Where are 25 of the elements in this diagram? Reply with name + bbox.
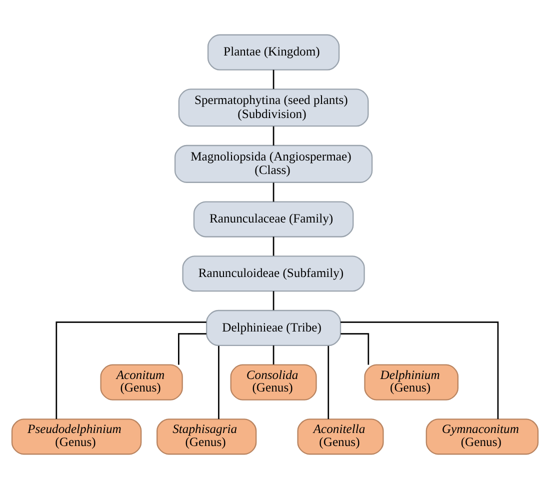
- node-box: Pseudodelphinium (Genus): [11, 418, 142, 455]
- node-box: Ranunculoideae (Subfamily): [182, 256, 365, 292]
- node-box: Magnoliopsida (Angiospermae) (Class): [174, 144, 373, 183]
- node-box: Aconitum (Genus): [100, 364, 183, 400]
- connector: [328, 346, 330, 420]
- connector: [340, 333, 370, 365]
- connector: [272, 345, 274, 364]
- node-box: Aconitella (Genus): [297, 418, 384, 455]
- node-box: Staphisagria (Genus): [156, 418, 257, 455]
- connector: [272, 126, 274, 146]
- node-box: Ranunculaceae (Family): [193, 201, 354, 238]
- node-box: Gymnaconitum (Genus): [426, 418, 539, 455]
- node-box: Delphinium (Genus): [364, 364, 459, 400]
- connector: [218, 346, 220, 420]
- connector: [340, 321, 499, 419]
- node-box: Delphinieae (Tribe): [206, 310, 342, 346]
- connector: [272, 291, 274, 310]
- node-box: Plantae (Kingdom): [207, 34, 340, 70]
- node-box: Spermatophytina (seed plants) (Subdivision): [178, 88, 369, 127]
- node-box: Consolida (Genus): [230, 364, 317, 400]
- connector: [272, 182, 274, 202]
- connector: [56, 321, 206, 419]
- connector: [272, 236, 274, 256]
- connector: [178, 333, 206, 365]
- connector: [272, 70, 274, 89]
